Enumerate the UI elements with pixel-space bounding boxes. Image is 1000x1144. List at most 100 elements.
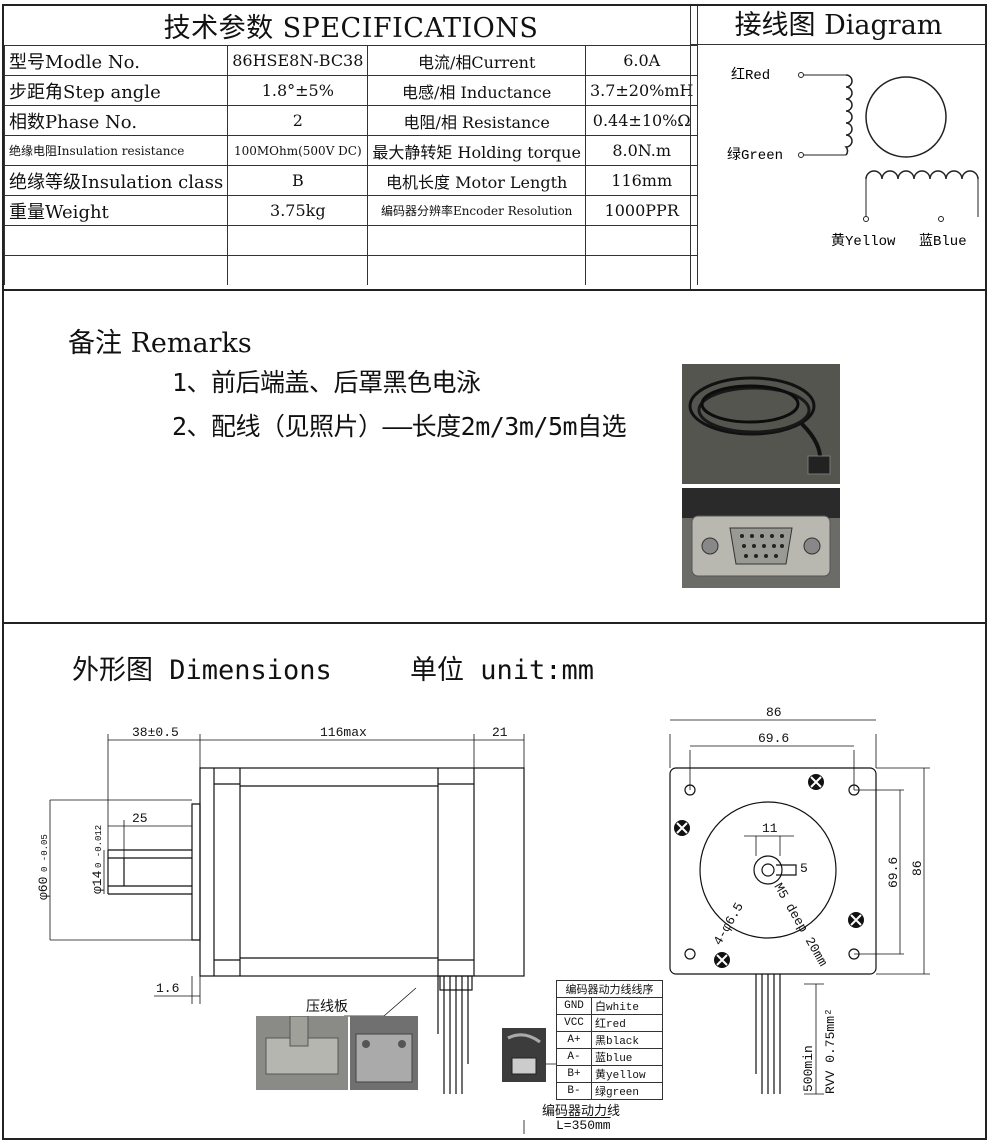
label-blue: 蓝Blue [919,233,967,250]
side-wires [437,976,469,1094]
encoder-cable-label: 编码器动力线 [542,1104,621,1119]
table-row: 相数Phase No. 2 电阻/相 Resistance 0.44±10%Ω [3,105,699,136]
wire-color: 红red [591,1014,663,1032]
spec-key: 型号Modle No. [3,45,229,76]
table-row-empty [3,225,699,256]
presser-photo-1-drawing [256,1016,348,1090]
specifications-header: 技术参数 SPECIFICATIONS [4,6,699,46]
pin-name: VCC [556,1014,592,1032]
spec-value: 3.75kg [227,195,369,226]
body-inner-lines [214,783,474,961]
dimensions-title: 外形图 Dimensions [72,655,332,686]
spec-key: 电机长度 Motor Length [367,165,586,196]
empty-cell [367,255,586,285]
dimensions-section: 外形图 Dimensions 单位 unit:mm [2,624,987,1140]
wiring-diagram: 红Red 绿Green 黄Yellow 蓝Blue [690,44,986,289]
cable-photo [682,364,840,484]
empty-cell [227,255,369,285]
specifications-table: 技术参数 SPECIFICATIONS 型号Modle No. 86HSE8N-… [3,6,699,285]
dim-11-label: 11 [762,821,778,836]
dim-86-label: 86 [766,705,782,720]
spec-key: 绝缘电阻Insulation resistance [3,135,229,166]
shaft [107,849,192,895]
spec-key: 最大静转矩 Holding torque [367,135,586,166]
remarks-title: 备注 Remarks [68,328,252,359]
empty-cell [3,225,229,256]
unit-label: 单位 unit:mm [410,655,595,686]
flange-outline [669,767,877,975]
dim-116-label: 116max [320,725,367,740]
dim-38-label: 38±0.5 [132,725,179,740]
remarks-section: 备注 Remarks 1、前后端盖、后罩黑色电泳 2、配线（见照片）——长度2m… [2,291,987,624]
presser-leader [344,987,417,1017]
front-ext-lines [669,734,877,790]
spec-value: 3.7±20%mH [584,75,699,106]
label-red: 红Red [731,67,770,84]
cable-photo-drawing [682,364,840,484]
table-row: A-蓝blue [556,1048,663,1066]
dim-69-6-vert-label: 69.6 [886,857,901,888]
holes-label: 4-φ6.5 [710,900,746,948]
presser-photo-2 [350,1016,418,1090]
spec-key: 电感/相 Inductance [367,75,586,106]
dia-14-label: φ14 [90,870,105,894]
presser-label: 压线板 [306,1000,348,1016]
flange-boss [191,803,201,941]
spec-key: 步距角Step angle [3,75,229,106]
connector-photo [682,488,840,588]
front-vert-dims [854,767,930,975]
spec-key: 编码器分辨率Encoder Resolution [367,195,586,226]
remark-line-1: 1、前后端盖、后罩黑色电泳 [172,368,481,397]
dim-86-vert-label: 86 [910,860,925,876]
spec-value: 2 [227,105,369,136]
lead-wires [803,74,846,156]
table-row: 绝缘等级Insulation class B 电机长度 Motor Length… [3,165,699,196]
dim-1-6 [154,976,201,1004]
empty-cell [3,255,229,285]
dim-69-6-label: 69.6 [758,731,789,746]
spec-key: 重量Weight [3,195,229,226]
pin-name: A- [556,1048,592,1066]
wire-color: 白white [591,997,663,1015]
table-row: B+黄yellow [556,1065,663,1083]
remark-line-2: 2、配线（见照片）——长度2m/3m/5m自选 [172,412,627,441]
presser-photo-1 [256,1016,348,1090]
wire-color: 黄yellow [591,1065,663,1083]
spec-value: 86HSE8N-BC38 [227,45,369,76]
wire-table-title: 编码器动力线线序 [556,980,663,998]
terminal-blue [938,216,944,222]
table-row: 绝缘电阻Insulation resistance 100MOhm(500V D… [3,135,699,166]
encoder-leader [523,1063,556,1134]
rotor-circle [865,76,947,158]
dim-5-label: 5 [800,861,808,876]
table-row: A+黑black [556,1031,663,1049]
spec-key: 绝缘等级Insulation class [3,165,229,196]
spec-value: 1.8°±5% [227,75,369,106]
spec-key: 电阻/相 Resistance [367,105,586,136]
dim-21-label: 21 [492,725,508,740]
spec-value: 1000PPR [584,195,699,226]
presser-photo-2-drawing [350,1016,418,1090]
coil-b-leads [865,179,979,217]
dia-60-label: φ60 [36,877,51,900]
empty-cell [584,225,699,256]
dim-11 [744,835,794,856]
dim-25-label: 25 [132,811,148,826]
empty-cell [584,255,699,285]
shaft-front [761,863,775,877]
thread-label: M5 deep 20mm [771,881,831,970]
pin-name: A+ [556,1031,592,1049]
empty-cell [227,225,369,256]
wire-clamp [439,975,473,991]
wire-spec-label: RVV 0.75mm² [823,1008,838,1094]
motor-body-outline [199,767,525,977]
shaft-key [776,864,797,876]
wire-color: 黑black [591,1031,663,1049]
spec-key: 电流/相Current [367,45,586,76]
pilot-circle [699,801,837,939]
dia-14-tol: 0 -0.012 [94,825,104,868]
wire-length-label: 500min [801,1045,816,1092]
mount-hole [684,948,696,960]
dia-60-tol: 0 -0.05 [40,834,50,872]
